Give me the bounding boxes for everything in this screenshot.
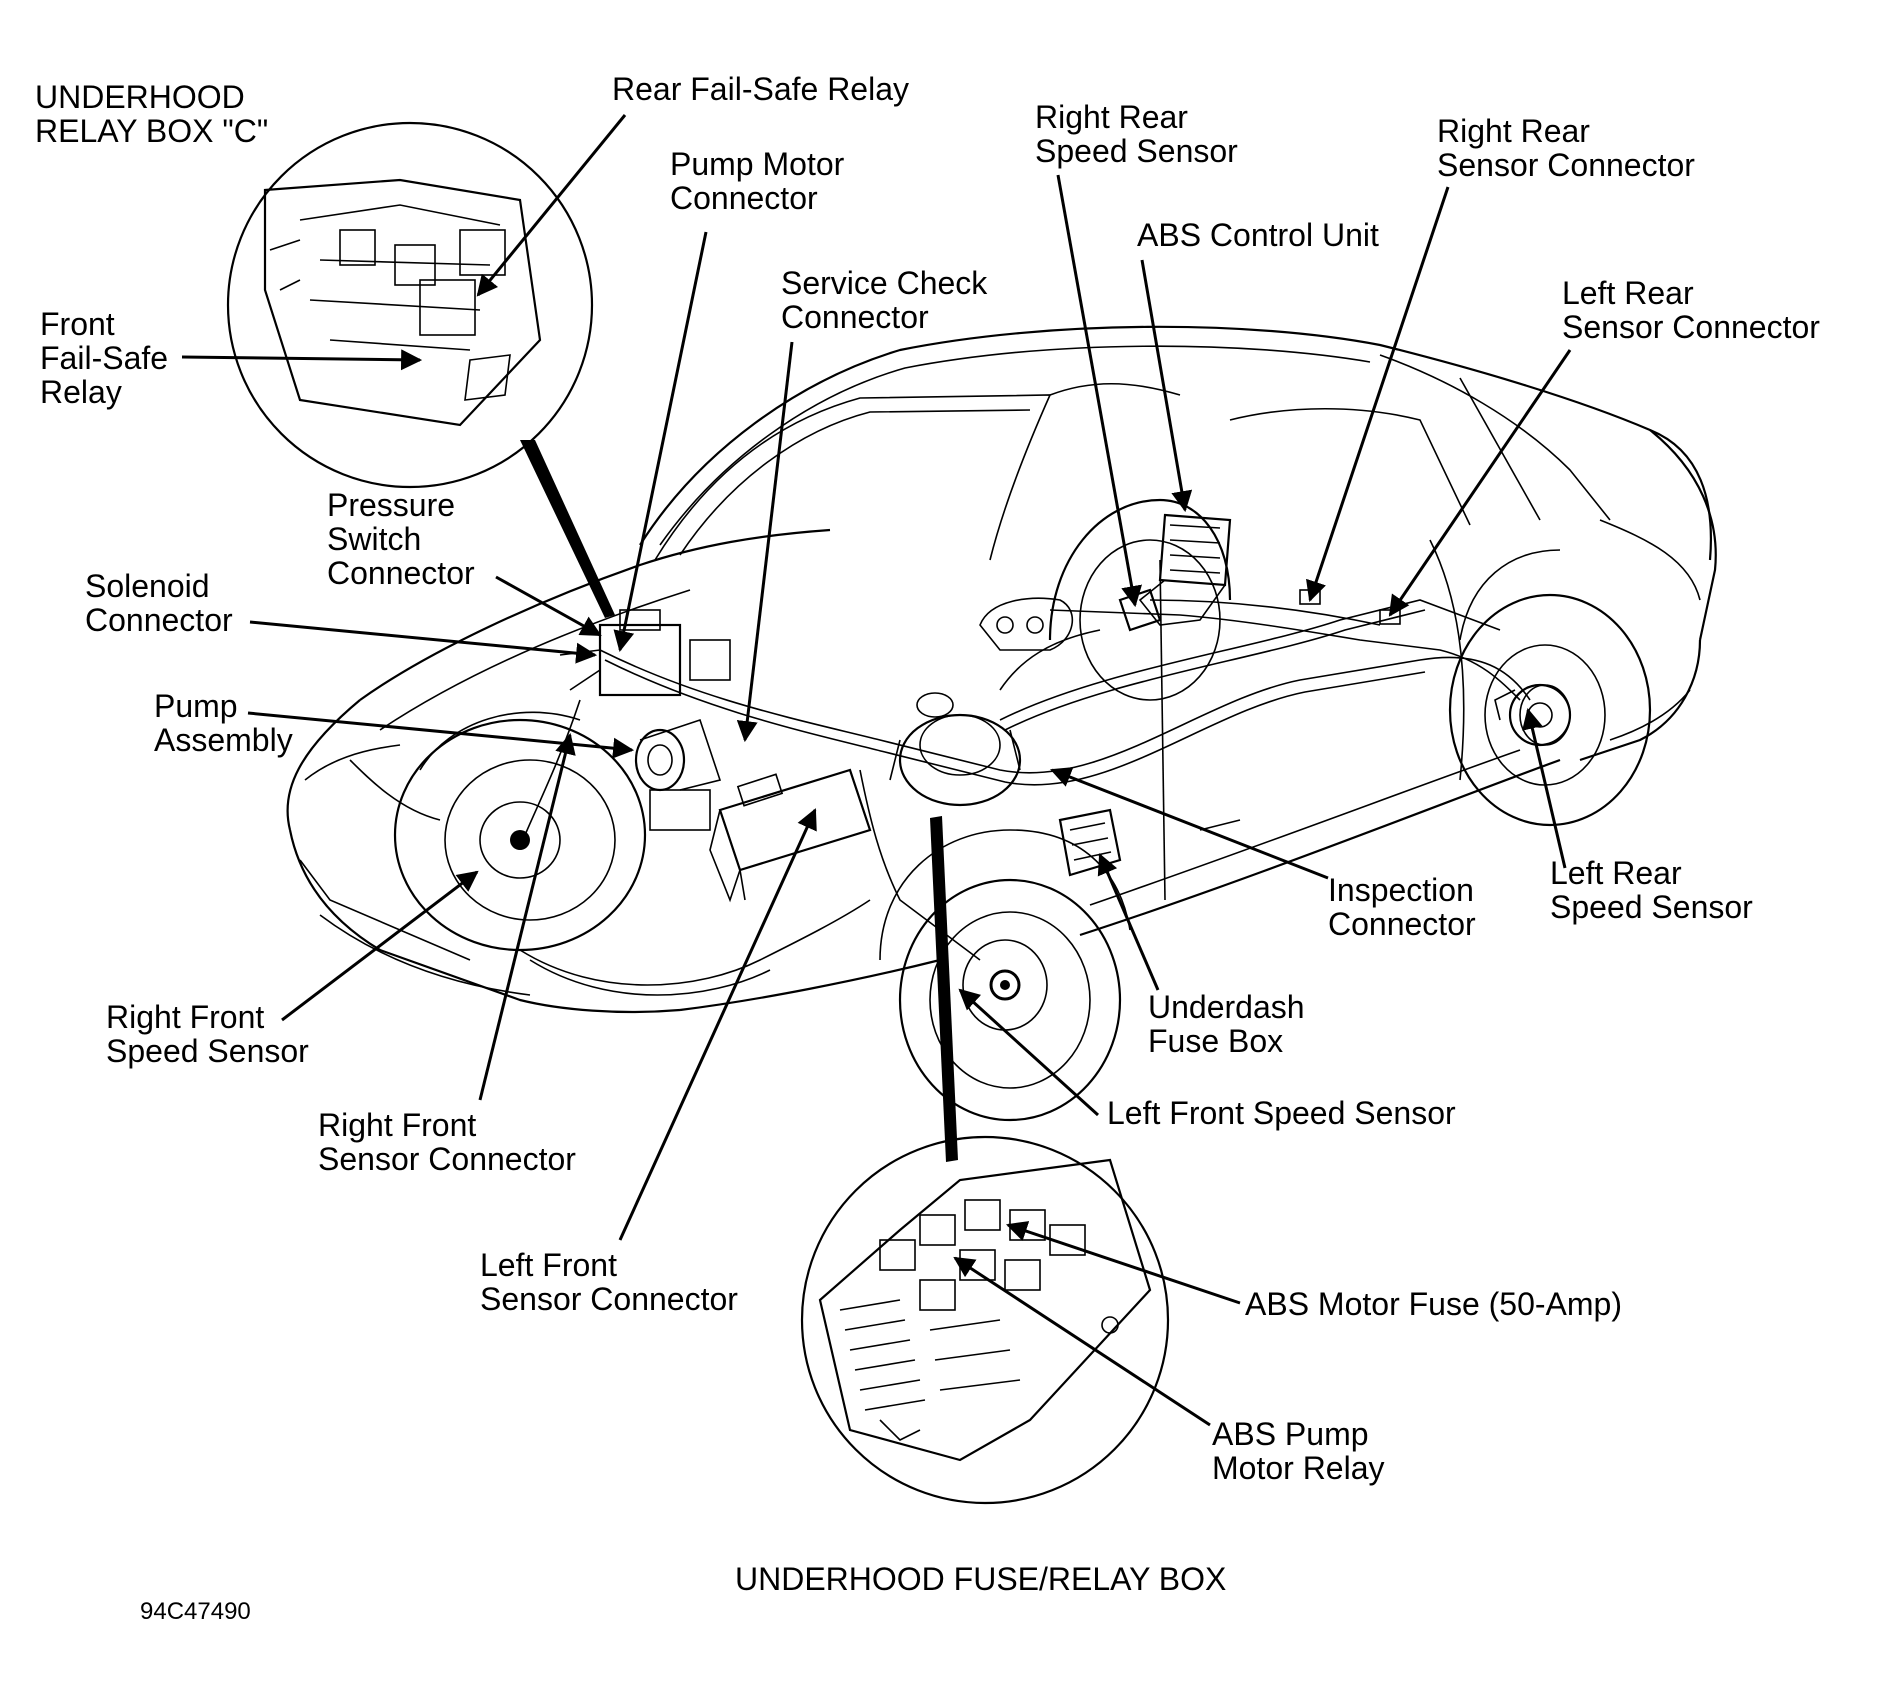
- label-right-rear-speed-sensor: Right Rear Speed Sensor: [1035, 99, 1238, 169]
- leader-underdash-fuse-box: [1097, 853, 1160, 991]
- leader-left-rear-sensor-connector: [1388, 349, 1572, 617]
- fuse-relay-box-pointer: [930, 816, 958, 1162]
- relay-box-c-detail: [226, 121, 594, 489]
- leader-left-front-sensor-connector: [618, 808, 817, 1241]
- label-left-front-sensor-connector: Left Front Sensor Connector: [480, 1247, 738, 1317]
- leader-right-rear-sensor-connector: [1306, 186, 1450, 602]
- leader-rear-fail-safe-relay: [476, 114, 627, 297]
- label-pump-motor-connector: Pump Motor Connector: [670, 146, 845, 216]
- instrument-cluster: [979, 597, 1074, 651]
- label-pump-assembly: Pump Assembly: [154, 688, 293, 758]
- leader-right-front-speed-sensor: [281, 870, 479, 1022]
- leader-service-check-connector: [736, 341, 794, 743]
- right-rear-wheel: [1048, 498, 1232, 701]
- leader-left-front-speed-sensor: [958, 988, 1100, 1117]
- leader-abs-motor-fuse: [1006, 1221, 1241, 1305]
- label-service-check-connector: Service Check Connector: [781, 265, 988, 335]
- brake-lines: [349, 599, 1531, 996]
- left-rear-wheel: [1448, 549, 1652, 827]
- label-underhood-relay-box-c: UNDERHOOD RELAY BOX "C": [35, 79, 269, 149]
- label-underdash-fuse-box: Underdash Fuse Box: [1148, 989, 1305, 1059]
- label-right-front-speed-sensor: Right Front Speed Sensor: [106, 999, 309, 1069]
- leader-left-rear-speed-sensor: [1522, 707, 1567, 869]
- label-abs-control-unit: ABS Control Unit: [1137, 217, 1379, 253]
- leader-lines: [181, 114, 1572, 1427]
- abs-modulator-assembly: [559, 609, 731, 697]
- label-left-front-speed-sensor: Left Front Speed Sensor: [1107, 1095, 1456, 1131]
- car-body-outline: [286, 325, 1717, 1014]
- relay-box-c-pointer: [520, 440, 615, 618]
- leader-right-rear-speed-sensor: [1056, 174, 1143, 608]
- leader-abs-control-unit: [1140, 259, 1193, 513]
- left-rear-brake-assembly: [1494, 683, 1572, 747]
- leader-solenoid-connector: [249, 620, 598, 664]
- fuse-relay-box-detail: [800, 1135, 1170, 1505]
- master-cylinder: [889, 692, 1022, 807]
- right-rear-speed-sensor-unit: [1118, 588, 1162, 632]
- label-left-rear-sensor-connector: Left Rear Sensor Connector: [1562, 275, 1820, 345]
- leader-front-fail-safe-relay: [181, 349, 423, 371]
- label-abs-pump-motor-relay: ABS Pump Motor Relay: [1212, 1416, 1385, 1486]
- figure-code: 94C47490: [140, 1598, 251, 1625]
- label-right-rear-sensor-connector: Right Rear Sensor Connector: [1437, 113, 1695, 183]
- label-left-rear-speed-sensor: Left Rear Speed Sensor: [1550, 855, 1753, 925]
- leader-inspection-connector: [1050, 767, 1329, 880]
- left-front-wheel: [879, 829, 1131, 1122]
- label-pressure-switch-connector: Pressure Switch Connector: [327, 487, 475, 591]
- label-abs-motor-fuse: ABS Motor Fuse (50-Amp): [1245, 1286, 1622, 1322]
- label-rear-fail-safe-relay: Rear Fail-Safe Relay: [612, 71, 909, 107]
- pump-motor-unit: [634, 718, 722, 792]
- leader-pressure-switch-connector: [495, 575, 602, 637]
- battery: [649, 768, 872, 903]
- abs-control-unit-box: [1138, 513, 1232, 626]
- label-inspection-connector: Inspection Connector: [1328, 872, 1476, 942]
- leader-abs-pump-motor-relay: [953, 1256, 1211, 1427]
- label-front-fail-safe-relay: Front Fail-Safe Relay: [40, 306, 169, 410]
- label-right-front-sensor-connector: Right Front Sensor Connector: [318, 1107, 576, 1177]
- leader-pump-motor-connector: [613, 231, 708, 653]
- label-underhood-fuse-relay-box: UNDERHOOD FUSE/RELAY BOX: [735, 1561, 1227, 1597]
- label-solenoid-connector: Solenoid Connector: [85, 568, 233, 638]
- leader-right-front-sensor-connector: [478, 732, 576, 1101]
